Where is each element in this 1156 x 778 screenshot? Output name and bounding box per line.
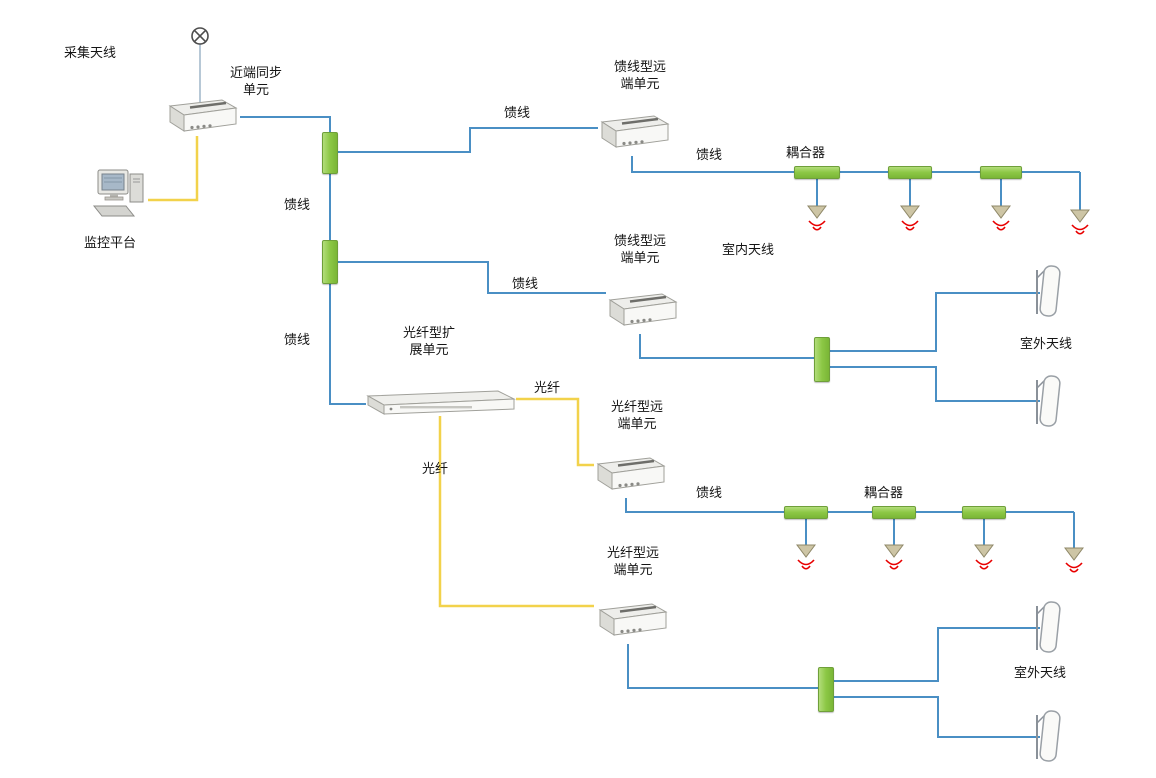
label-outdoor-antenna-bottom: 室外天线 (1014, 666, 1067, 681)
fiber-extension-unit-device (367, 390, 515, 415)
label-monitor-platform: 监控平台 (84, 236, 137, 251)
outdoor-antenna-icon (1036, 600, 1062, 654)
label-coupler-row2: 耦合器 (864, 486, 904, 501)
indoor-antenna-icon (807, 205, 827, 231)
splitter-4 (818, 667, 834, 712)
label-fiber-down: 光纤 (422, 462, 449, 477)
indoor-antenna-icon (884, 544, 904, 570)
label-feeder-to-ru2: 馈线 (512, 277, 539, 292)
indoor-antenna-icon (1070, 209, 1090, 235)
label-fiber-right: 光纤 (534, 381, 561, 396)
label-coupler-row1: 耦合器 (786, 146, 826, 161)
label-near-end-sync-unit: 近端同步 单元 (229, 66, 282, 98)
monitor-platform-computer-icon (93, 169, 144, 217)
fiber-remote-unit-2-device (598, 602, 668, 637)
label-feeder-bottom: 馈线 (284, 333, 311, 348)
indoor-antenna-icon (991, 205, 1011, 231)
feeder-remote-unit-2-device (608, 292, 678, 327)
label-feeder-row1: 馈线 (696, 148, 723, 163)
label-feeder-row2: 馈线 (696, 486, 723, 501)
coupler-row1-3 (980, 166, 1022, 179)
splitter-2 (322, 240, 338, 284)
label-feeder-remote-unit-2: 馈线型远 端单元 (613, 234, 666, 266)
outdoor-antenna-icon (1036, 709, 1062, 763)
label-fiber-extension-unit: 光纤型扩 展单元 (402, 326, 455, 358)
coupler-row2-2 (872, 506, 916, 519)
label-indoor-antenna: 室内天线 (722, 243, 775, 258)
collect-antenna-icon (191, 27, 209, 45)
label-outdoor-antenna-top: 室外天线 (1020, 337, 1073, 352)
label-collect-antenna: 采集天线 (64, 46, 117, 61)
coupler-row1-1 (794, 166, 840, 179)
splitter-3 (814, 337, 830, 382)
coupler-row2-3 (962, 506, 1006, 519)
indoor-antenna-icon (900, 205, 920, 231)
label-feeder-mid: 馈线 (284, 198, 311, 213)
fiber-remote-unit-1-device (596, 456, 666, 491)
label-feeder-remote-unit-1: 馈线型远 端单元 (613, 60, 666, 92)
outdoor-antenna-icon (1036, 264, 1062, 318)
outdoor-antenna-icon (1036, 374, 1062, 428)
indoor-antenna-icon (974, 544, 994, 570)
label-fiber-remote-unit-2: 光纤型远 端单元 (606, 546, 659, 578)
coupler-row2-1 (784, 506, 828, 519)
coupler-row1-2 (888, 166, 932, 179)
splitter-1 (322, 132, 338, 174)
indoor-antenna-icon (796, 544, 816, 570)
label-fiber-remote-unit-1: 光纤型远 端单元 (610, 400, 663, 432)
indoor-antenna-icon (1064, 547, 1084, 573)
feeder-remote-unit-1-device (600, 114, 670, 149)
label-feeder-top: 馈线 (504, 106, 531, 121)
